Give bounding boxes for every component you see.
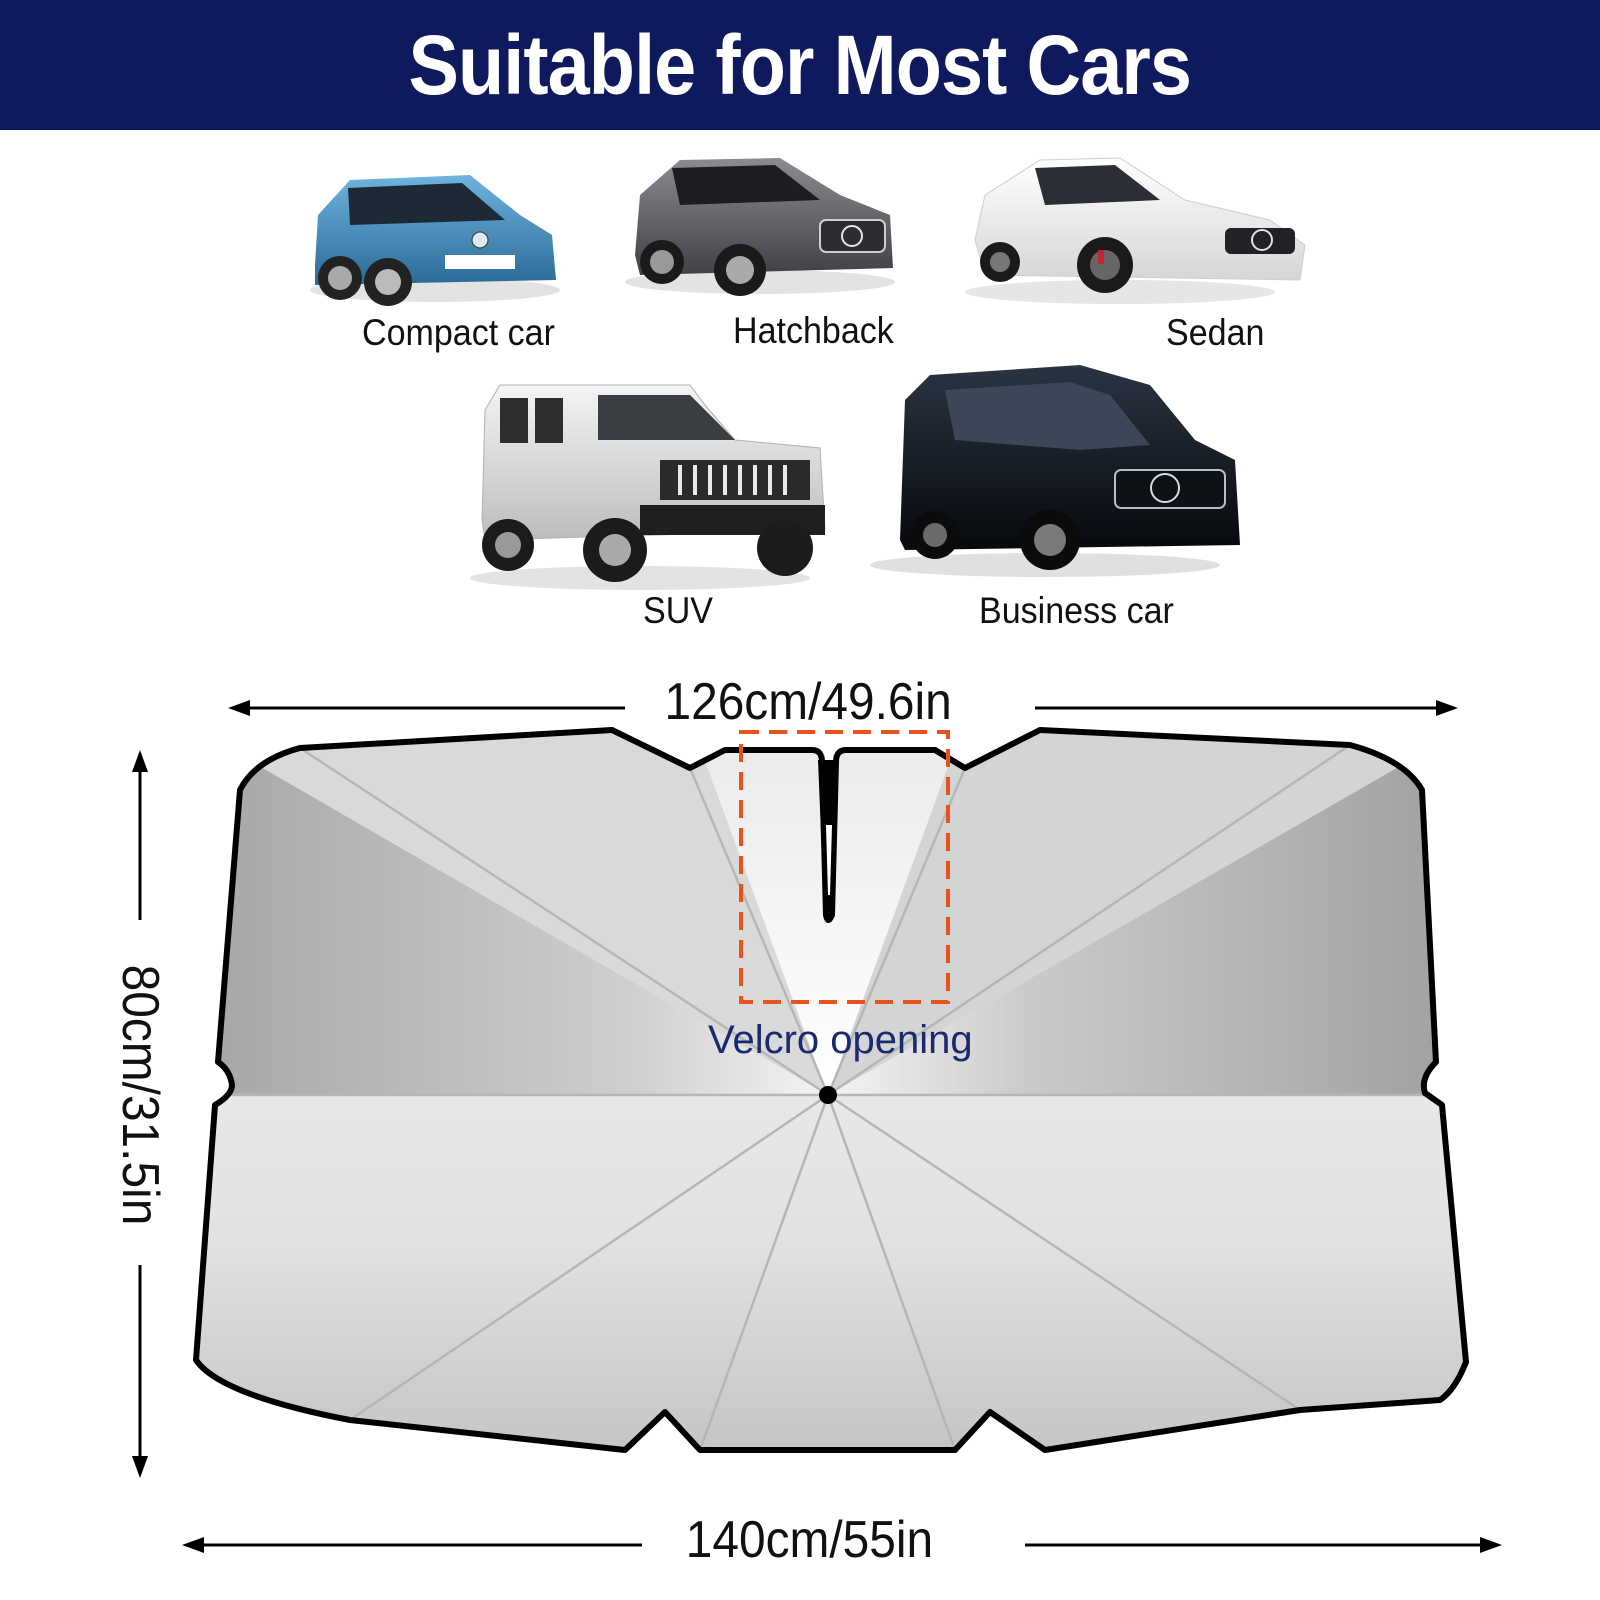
velcro-opening-label: Velcro opening: [708, 1018, 973, 1062]
compact-car-image: [310, 175, 560, 306]
suv-image: [470, 384, 826, 590]
height-label: 80cm/31.5in: [111, 964, 169, 1226]
height-arrow: [132, 750, 148, 1478]
page-title: Suitable for Most Cars: [408, 17, 1192, 112]
car-label-sedan: Sedan: [1166, 312, 1265, 353]
sunshade-outline: [193, 727, 1469, 1453]
hatchback-image: [625, 158, 895, 296]
top-width-label: 126cm/49.6in: [664, 673, 952, 731]
car-label-business: Business car: [979, 590, 1174, 631]
header-banner: Suitable for Most Cars: [0, 0, 1600, 130]
business-car-image: [870, 365, 1240, 577]
center-hub-icon: [819, 1086, 837, 1104]
sedan-image: [965, 157, 1306, 304]
car-label-compact: Compact car: [362, 312, 555, 353]
top-width-arrow: [228, 700, 1458, 716]
bottom-width-arrow: [182, 1537, 1502, 1553]
car-label-hatchback: Hatchback: [733, 310, 894, 351]
bottom-width-label: 140cm/55in: [685, 1511, 934, 1569]
car-label-suv: SUV: [643, 590, 713, 631]
velcro-callout-box: [739, 730, 950, 1004]
